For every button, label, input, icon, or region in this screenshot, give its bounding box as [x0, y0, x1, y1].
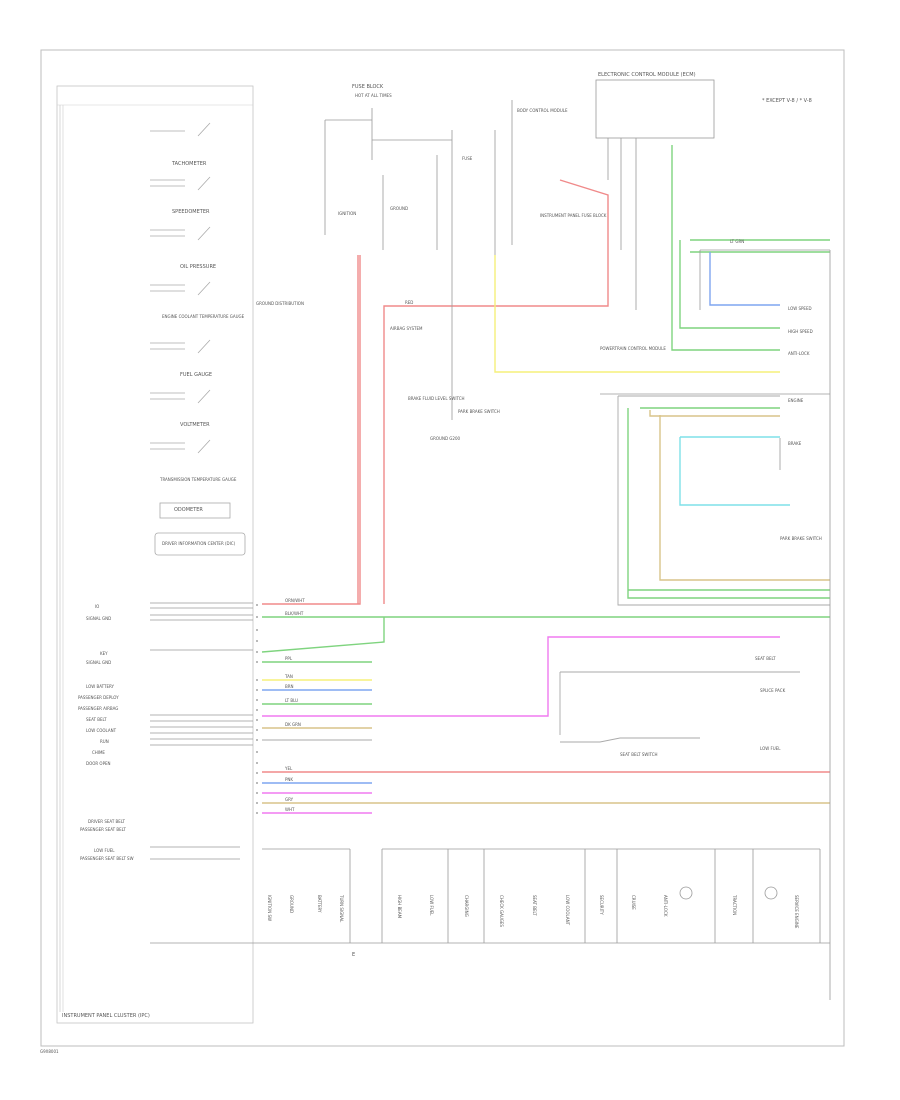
- left-label-7: SEAT BELT: [86, 717, 107, 722]
- left-label-4: LOW BATTERY: [86, 684, 114, 689]
- pin-column: [256, 604, 258, 814]
- gauge-label-6: VOLTMETER: [180, 422, 210, 428]
- gauge-label-7: TRANSMISSION TEMPERATURE GAUGE: [159, 477, 237, 482]
- gauge-label-4: ENGINE COOLANT TEMPERATURE GAUGE: [162, 314, 245, 319]
- fuse-block-label: FUSE BLOCK: [352, 84, 384, 90]
- left-label-0: IO: [95, 604, 99, 609]
- bottom-col-label-14: SERVICE ENGINE: [794, 895, 799, 929]
- center-label-0: FUSE: [462, 156, 473, 161]
- bottom-col-label-7: CHECK GAUGES: [499, 895, 504, 927]
- svg-text:E: E: [352, 952, 355, 958]
- hot-at-label: HOT AT ALL TIMES: [355, 93, 392, 98]
- gauge-label-8: ODOMETER: [174, 507, 203, 513]
- center-label-5: GROUND DISTRIBUTION: [256, 301, 304, 306]
- wire-label-11: WHT: [285, 807, 295, 812]
- wire-label-12: LT GRN: [730, 239, 744, 244]
- cluster-label: INSTRUMENT PANEL CLUSTER (IPC): [62, 1013, 150, 1019]
- center-labels: FUSE IGNITION GROUND BODY CONTROL MODULE…: [256, 108, 786, 757]
- right-label-5: PARK BRAKE SWITCH: [780, 536, 822, 541]
- wire-label-2: PPL: [285, 656, 293, 661]
- right-label-7: LOW FUEL: [760, 746, 781, 751]
- center-grey-lines: [150, 100, 831, 1000]
- center-label-8: BRAKE FLUID LEVEL SWITCH: [408, 396, 465, 401]
- gauge-label-3: OIL PRESSURE: [180, 264, 216, 270]
- wire-label-8: PNK: [285, 777, 293, 782]
- bottom-col-label-12: ANTI-LOCK: [663, 895, 668, 917]
- wire-label-1: BLK/WHT: [285, 611, 304, 616]
- bottom-left-label-1: PASSENGER SEAT BELT: [80, 827, 126, 832]
- right-labels: LOW SPEED HIGH SPEED ANTI-LOCK ENGINE BR…: [755, 306, 822, 751]
- left-grey-lines: [150, 602, 253, 860]
- bottom-col-label-1: GROUND: [289, 895, 294, 913]
- bottom-col-label-9: LOW COOLANT: [565, 895, 570, 926]
- left-label-1: SIGNAL GND: [86, 616, 111, 621]
- gauge-label-1: TACHOMETER: [171, 161, 207, 167]
- bottom-col-label-13: TRACTION: [732, 894, 737, 915]
- bottom-left-label-0: DRIVER SEAT BELT: [88, 819, 126, 824]
- bottom-col-label-5: LOW FUEL: [429, 895, 434, 916]
- gauge-label-5: FUEL GAUGE: [180, 372, 212, 378]
- corner-note: * EXCEPT V-8 / * V-8: [762, 98, 812, 104]
- bottom-columns: [262, 848, 821, 943]
- left-label-3: SIGNAL GND: [86, 660, 111, 665]
- wire-label-4: BRN: [285, 684, 294, 689]
- bottom-column-labels: IGNITION SW GROUND BATTERY TURN SIGNAL H…: [267, 894, 799, 929]
- wire-label-9: RED: [405, 300, 413, 305]
- right-label-2: ANTI-LOCK: [788, 351, 810, 356]
- corner-label: G9X8001: [40, 1049, 59, 1054]
- left-label-9: RUN: [100, 739, 109, 744]
- center-label-6: AIRBAG SYSTEM: [390, 326, 423, 331]
- ecm-label: ELECTRONIC CONTROL MODULE (ECM): [598, 72, 696, 78]
- left-label-6: PASSENGER AIRBAG: [78, 706, 118, 711]
- left-label-5: PASSENGER DEPLOY: [78, 695, 119, 700]
- wire-label-0: ORN/WHT: [285, 598, 305, 603]
- center-label-10: GROUND G200: [430, 436, 460, 441]
- right-label-0: LOW SPEED: [788, 306, 812, 311]
- bottom-col-label-0: IGNITION SW: [267, 895, 272, 921]
- right-label-6: SEAT BELT: [755, 656, 776, 661]
- wire-labels: ORN/WHT BLK/WHT PPL TAN BRN LT BLU DK GR…: [284, 239, 744, 812]
- center-label-4: INSTRUMENT PANEL FUSE BLOCK: [540, 213, 607, 218]
- wire-label-7: YEL: [284, 766, 293, 771]
- bottom-left-label-3: PASSENGER SEAT BELT SW: [80, 856, 134, 861]
- bottom-col-label-8: SEAT BELT: [532, 895, 537, 916]
- left-label-8: LOW COOLANT: [86, 728, 117, 733]
- ecm-box: [595, 79, 715, 139]
- bottom-col-label-11: CRUISE: [631, 895, 636, 910]
- bottom-left-label-2: LOW FUEL: [94, 848, 115, 853]
- gauge-label-9: DRIVER INFORMATION CENTER (DIC): [162, 541, 236, 546]
- right-label-4: BRAKE: [788, 441, 802, 446]
- right-label-1: HIGH SPEED: [788, 329, 813, 334]
- gauge-group: TACHOMETER SPEEDOMETER OIL PRESSURE ENGI…: [150, 122, 246, 556]
- bottom-col-label-4: HIGH BEAM: [397, 895, 402, 919]
- center-label-9: PARK BRAKE SWITCH: [458, 409, 500, 414]
- bottom-col-label-3: TURN SIGNAL: [339, 894, 344, 923]
- bottom-col-label-2: BATTERY: [317, 895, 322, 913]
- left-label-10: CHIME: [92, 750, 105, 755]
- center-label-12: SEAT BELT SWITCH: [620, 752, 658, 757]
- center-label-11: SPLICE PACK: [760, 688, 786, 693]
- center-label-2: GROUND: [390, 206, 408, 211]
- right-label-3: ENGINE: [788, 398, 804, 403]
- wire-label-6: DK GRN: [285, 722, 301, 727]
- center-label-3: BODY CONTROL MODULE: [517, 108, 568, 113]
- wire-label-10: GRY: [285, 797, 294, 802]
- wire-label-5: LT BLU: [285, 698, 298, 703]
- left-label-11: DOOR OPEN: [86, 761, 111, 766]
- center-label-7: POWERTRAIN CONTROL MODULE: [600, 346, 666, 351]
- cluster-box: [56, 85, 254, 1024]
- left-label-2: KEY: [100, 651, 108, 656]
- bottom-col-label-6: CHARGING: [464, 895, 469, 917]
- diagram-frame: [40, 49, 845, 1047]
- gauge-label-2: SPEEDOMETER: [172, 209, 210, 215]
- wire-label-3: TAN: [284, 674, 293, 679]
- wire-group: [261, 145, 830, 814]
- center-label-1: IGNITION: [338, 211, 356, 216]
- left-labels: IO SIGNAL GND KEY SIGNAL GND LOW BATTERY…: [78, 604, 134, 861]
- bottom-col-label-10: SECURITY: [599, 895, 604, 915]
